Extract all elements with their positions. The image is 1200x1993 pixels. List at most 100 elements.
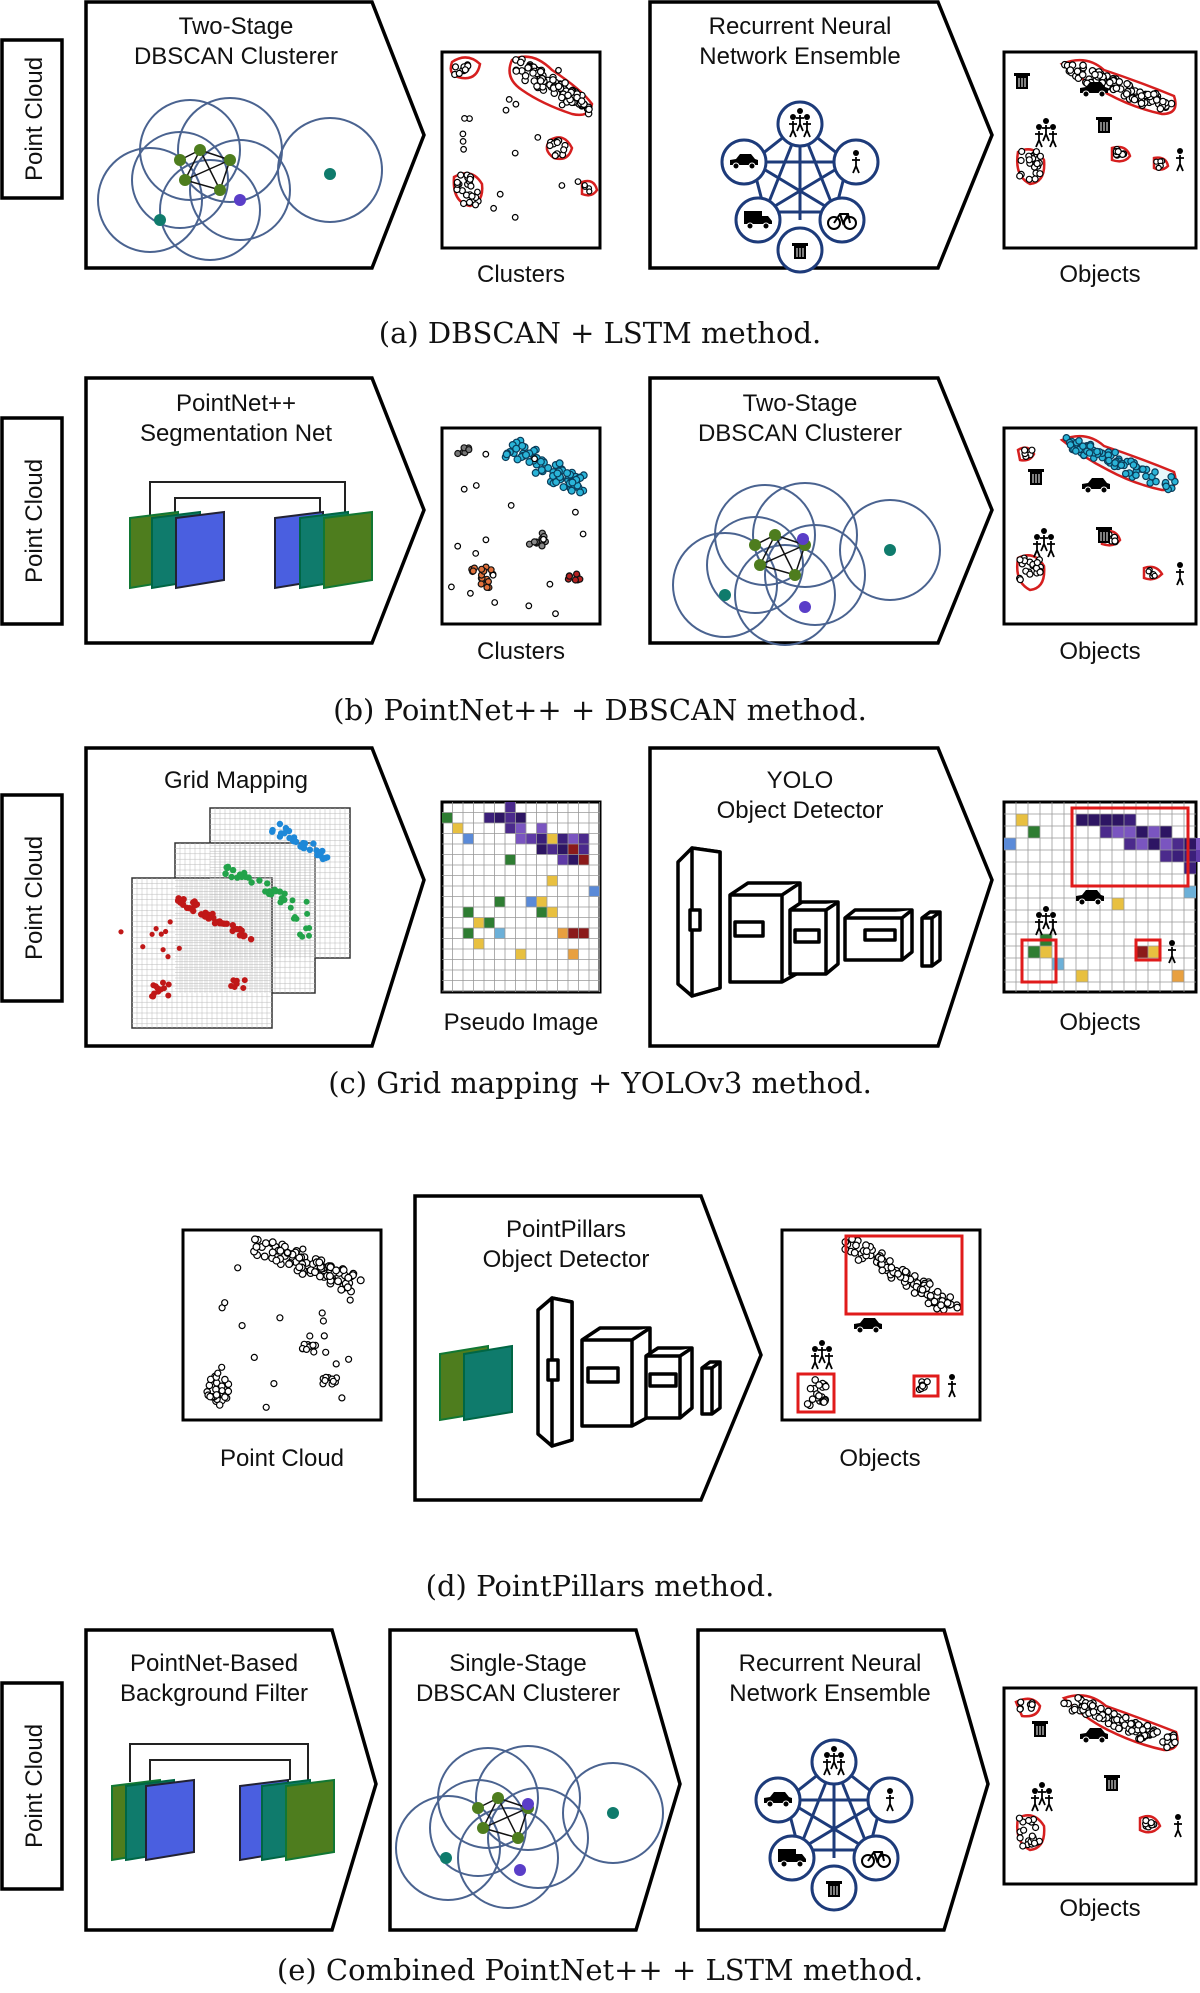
point (455, 69, 463, 77)
clusters-plot (440, 426, 602, 626)
point (1162, 482, 1170, 491)
grid-cell (505, 802, 516, 813)
point (516, 58, 525, 67)
point (1137, 99, 1146, 108)
point (461, 66, 469, 74)
point (806, 1384, 815, 1393)
stage2-chevron (648, 376, 994, 645)
point (533, 82, 541, 91)
grid-cell (578, 854, 589, 865)
out-label: Objects (1059, 638, 1140, 665)
point (163, 928, 169, 935)
point (250, 1353, 258, 1362)
stage-title-line1: PointPillars (506, 1216, 626, 1243)
grid-cell (1136, 826, 1148, 838)
grid-cell (515, 833, 526, 844)
grid-cell (568, 833, 579, 844)
point (1036, 568, 1044, 576)
point (538, 542, 546, 550)
grid-cell (536, 896, 547, 907)
point (560, 146, 568, 154)
grid-cell (547, 833, 558, 844)
point (821, 1382, 830, 1391)
point (140, 944, 146, 950)
point (303, 925, 310, 932)
point (571, 508, 579, 516)
grid-mapping-stack (118, 807, 351, 1029)
point (229, 866, 237, 874)
point (490, 204, 497, 212)
point (850, 1248, 859, 1257)
point (531, 468, 540, 477)
point (1112, 84, 1121, 93)
point (1163, 1743, 1171, 1752)
point (229, 922, 236, 929)
point (467, 589, 474, 597)
point (468, 192, 476, 200)
grid-cell (557, 854, 568, 865)
dbscan-diagram (672, 482, 941, 646)
grid-cell (515, 812, 526, 823)
point (1088, 1701, 1097, 1710)
grid-cell (442, 812, 453, 823)
point (1167, 472, 1176, 481)
point (228, 982, 235, 989)
point (1136, 1735, 1145, 1743)
grid-cell (589, 886, 600, 897)
point (581, 182, 588, 189)
stage3-title-line2: Network Ensemble (729, 1680, 930, 1707)
point (474, 188, 481, 196)
point (306, 846, 314, 854)
point (1159, 97, 1167, 106)
point (477, 565, 486, 573)
trash-can-icon (791, 242, 809, 260)
point (1152, 477, 1160, 486)
point (315, 1258, 324, 1267)
point (270, 1380, 278, 1388)
point (1060, 1699, 1068, 1708)
point (803, 1400, 812, 1408)
detection-box (912, 1374, 940, 1398)
point (1016, 1834, 1024, 1842)
point (531, 455, 538, 463)
point (325, 1272, 334, 1281)
point (926, 1291, 935, 1300)
point (155, 988, 162, 995)
point (546, 580, 554, 588)
point (306, 1332, 314, 1340)
grid-cell (515, 949, 526, 960)
input-label: Point Cloud (21, 1724, 48, 1848)
point (1156, 104, 1165, 113)
point (1155, 164, 1162, 172)
point (276, 1246, 285, 1255)
grid-cell (1196, 850, 1200, 862)
point (525, 602, 533, 610)
point (1122, 1713, 1130, 1722)
point (862, 1247, 871, 1256)
point (153, 925, 159, 932)
grid-cell (1076, 814, 1088, 826)
rnn-ensemble (720, 100, 880, 274)
point (1111, 459, 1119, 467)
grid-cell (1028, 826, 1040, 838)
point (459, 130, 467, 138)
point (577, 97, 586, 105)
dbscan-diagram (97, 97, 383, 261)
point (337, 1285, 346, 1294)
stage2-title-line2: DBSCAN Clusterer (698, 420, 902, 447)
grid-cell (1172, 838, 1184, 850)
dbscan-diagram (395, 1745, 664, 1909)
grid-cell (494, 896, 505, 907)
point (1132, 471, 1140, 480)
point (295, 1263, 304, 1272)
input-box (0, 38, 64, 200)
point (234, 1264, 242, 1272)
trash-can-icon (1095, 116, 1113, 134)
stage1-title-line1: Two-Stage (179, 13, 294, 40)
input-label: Point Cloud (21, 459, 48, 583)
point (264, 880, 271, 887)
grid-cell (463, 928, 474, 939)
grid-cell (473, 938, 484, 949)
point (1025, 175, 1033, 183)
